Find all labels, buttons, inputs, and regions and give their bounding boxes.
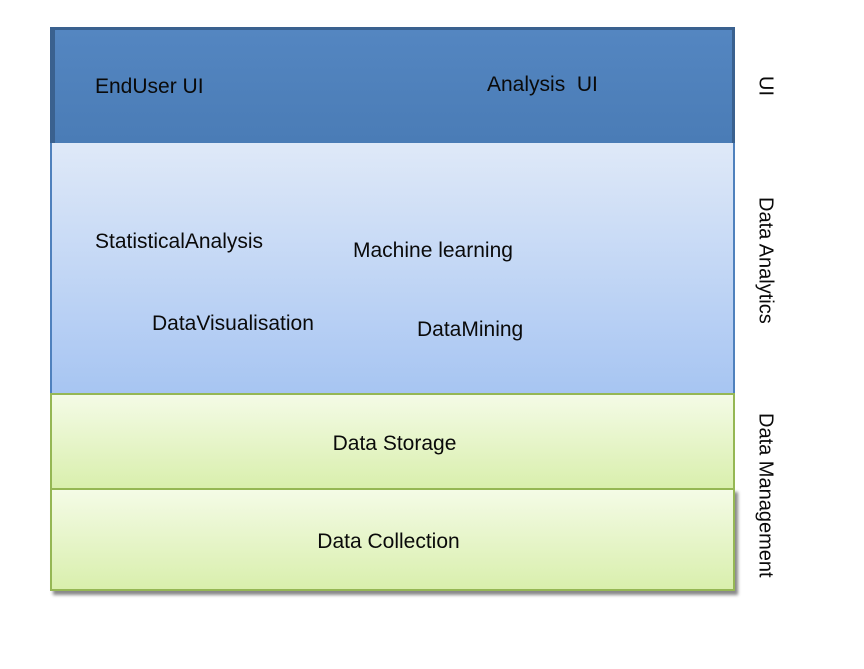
- machine-learning-label: Machine learning: [353, 239, 513, 262]
- data-visualisation-label: DataVisualisation: [152, 312, 314, 335]
- side-label-ui: UI: [754, 76, 777, 96]
- side-label-data-analytics: Data Analytics: [754, 196, 777, 324]
- layer-collection-band: Data Collection: [50, 488, 735, 591]
- side-label-data-management: Data Management: [754, 412, 777, 578]
- data-collection-label: Data Collection: [317, 529, 460, 553]
- data-storage-label: Data Storage: [332, 431, 457, 455]
- layer-ui-band: EndUser UI Analysis UI: [50, 27, 735, 143]
- enduser-ui-label: EndUser UI: [95, 75, 204, 98]
- layer-stack: EndUser UI Analysis UI StatisticalAnalys…: [50, 27, 735, 591]
- layer-analytics-band: StatisticalAnalysis Machine learning Dat…: [50, 143, 735, 393]
- layer-storage-band: Data Storage: [50, 393, 735, 490]
- statistical-analysis-label: StatisticalAnalysis: [95, 230, 264, 253]
- analysis-ui-label: Analysis UI: [487, 73, 598, 96]
- data-mining-label: DataMining: [417, 318, 524, 341]
